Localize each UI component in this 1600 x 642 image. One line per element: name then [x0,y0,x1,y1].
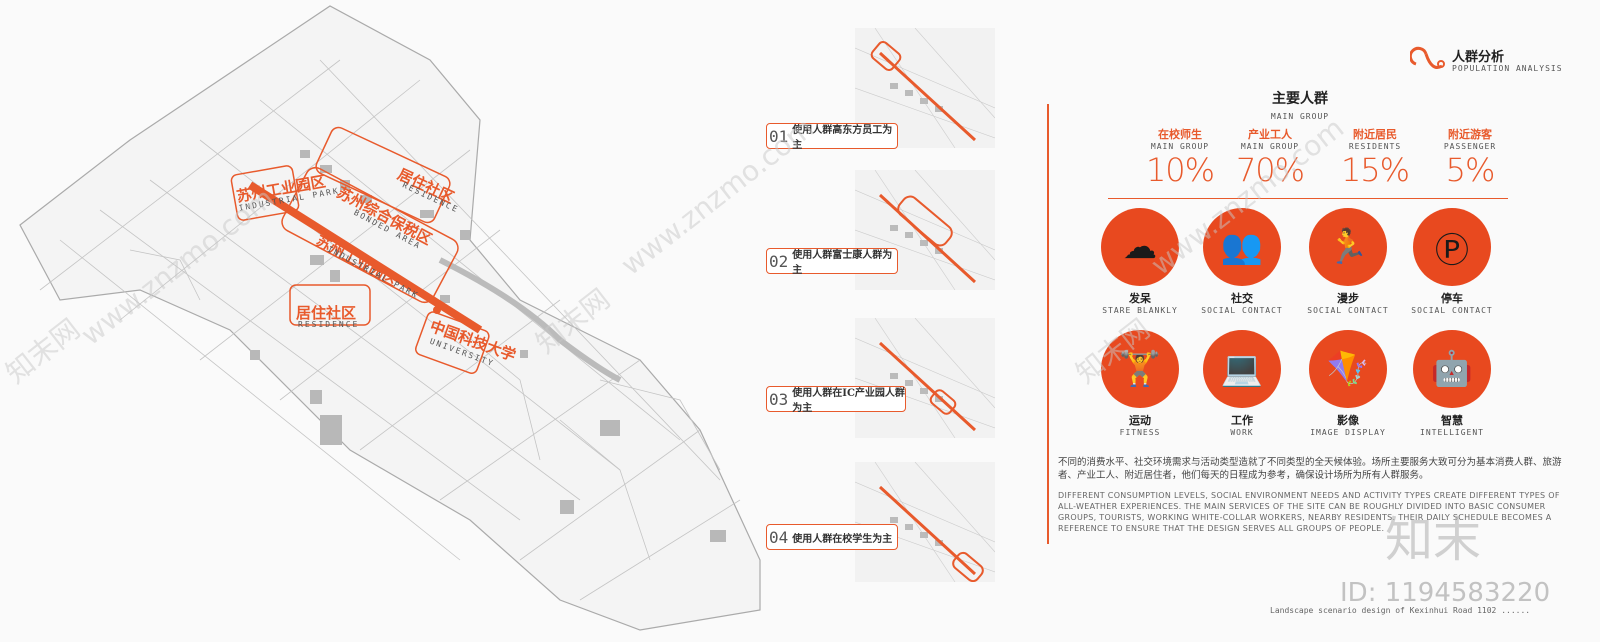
fitness-icon: 🏋 [1101,330,1179,408]
zone-sub-residence-2: RESIDENCE [298,320,360,329]
kite-display-icon: 🪁 [1309,330,1387,408]
group-name: 附近游客 [1448,128,1492,141]
scenario-label-1: 01 使用人群高东方员工为主 [766,123,898,151]
header-title-cn: 人群分析 [1452,50,1505,65]
activity-en: FITNESS [1119,428,1161,437]
activity-name: 工作 [1231,414,1253,427]
main-corridor [247,181,483,334]
scenario-number: 02 [769,251,789,271]
laptop-worker-icon: 💻 [1203,330,1281,408]
group-passengers: 附近游客 PASSENGER 5% [1420,126,1520,189]
activity-en: STARE BLANKLY [1102,306,1178,315]
robot-icon: 🤖 [1413,330,1491,408]
footer-text: Landscape scenario design of Kexinhui Ro… [1270,606,1531,615]
scenario-text: 使用人群在校学生为主 [792,533,893,545]
population-logo-icon [1410,46,1445,69]
district-outline [19,5,761,631]
activity-image-display: 🪁 影像 IMAGE DISPLAY [1293,330,1403,437]
scenario-text: 使用人群在IC产业园人群为主 [792,388,905,414]
mini-map-2 [855,170,995,290]
activity-en: SOCIAL CONTACT [1307,306,1389,315]
hammock-icon: ☁ [1101,208,1179,286]
activity-en: IMAGE DISPLAY [1310,428,1386,437]
main-group-title-en: MAIN GROUP [1270,112,1330,121]
activity-stroll: 🏃 漫步 SOCIAL CONTACT [1293,208,1403,315]
activity-name: 漫步 [1337,292,1359,305]
site-map [19,5,761,631]
group-name: 在校师生 [1158,128,1202,141]
river [438,257,622,383]
description-cn: 不同的消费水平、社交环境需求与活动类型造就了不同类型的全天候体验。场所主要服务大… [1058,457,1562,481]
activity-name: 社交 [1231,292,1253,305]
activity-name: 停车 [1441,292,1463,305]
group-percentage: 5% [1445,151,1496,189]
activity-name: 智慧 [1441,414,1463,427]
brand-watermark: 知末 [1385,512,1482,568]
activity-en: WORK [1230,428,1254,437]
mini-map-4 [855,462,995,582]
description-en: DIFFERENT CONSUMPTION LEVELS, SOCIAL ENV… [1058,491,1560,533]
id-watermark: ID: 1194583220 [1340,578,1551,608]
scenario-label-2: 02 使用人群富士康人群为主 [766,248,898,276]
group-students: 在校师生 MAIN GROUP 10% [1130,126,1230,189]
activity-name: 影像 [1337,414,1359,427]
scenario-label-3: 03 使用人群在IC产业园人群为主 [766,386,906,414]
group-percentage: 15% [1340,151,1410,189]
panel-divider [1047,104,1049,544]
group-residents: 附近居民 RESIDENTS 15% [1325,126,1425,189]
activity-social-contact: 👥 社交 SOCIAL CONTACT [1187,208,1297,315]
activity-name: 发呆 [1129,292,1151,305]
group-name: 产业工人 [1248,128,1292,141]
scenario-number: 04 [769,527,789,547]
activity-intelligent: 🤖 智慧 INTELLIGENT [1397,330,1507,437]
zone-label-residence-2: 居住社区 [296,304,357,322]
activity-stare-blankly: ☁ 发呆 STARE BLANKLY [1085,208,1195,315]
activity-work: 💻 工作 WORK [1187,330,1297,437]
activity-en: SOCIAL CONTACT [1411,306,1493,315]
group-name: 附近居民 [1353,128,1397,141]
people-talking-icon: 👥 [1203,208,1281,286]
parking-icon: Ⓟ [1413,208,1491,286]
group-en: MAIN GROUP [1150,142,1210,151]
site-marker [433,306,441,314]
header-title-en: POPULATION ANALYSIS [1452,64,1563,73]
activity-name: 运动 [1129,414,1151,427]
activity-parking: Ⓟ 停车 SOCIAL CONTACT [1397,208,1507,315]
group-en: PASSENGER [1443,142,1497,151]
mini-map-3 [855,318,995,438]
group-percentage: 70% [1235,151,1305,189]
scenario-number: 03 [769,389,789,409]
group-en: RESIDENTS [1348,142,1402,151]
scenario-text: 使用人群高东方员工为主 [792,125,893,151]
group-percentage: 10% [1145,151,1215,189]
zone-outlines [230,126,490,374]
group-divider-line [1108,198,1508,199]
scenario-number: 01 [769,126,789,146]
scenario-label-4: 04 使用人群在校学生为主 [766,524,898,550]
group-workers: 产业工人 MAIN GROUP 70% [1220,126,1320,189]
activity-en: SOCIAL CONTACT [1201,306,1283,315]
activity-en: INTELLIGENT [1420,428,1484,437]
running-person-icon: 🏃 [1309,208,1387,286]
scenario-text: 使用人群富士康人群为主 [792,250,893,276]
activity-fitness: 🏋 运动 FITNESS [1085,330,1195,437]
group-en: MAIN GROUP [1240,142,1300,151]
main-group-title-cn: 主要人群 [1272,91,1328,107]
